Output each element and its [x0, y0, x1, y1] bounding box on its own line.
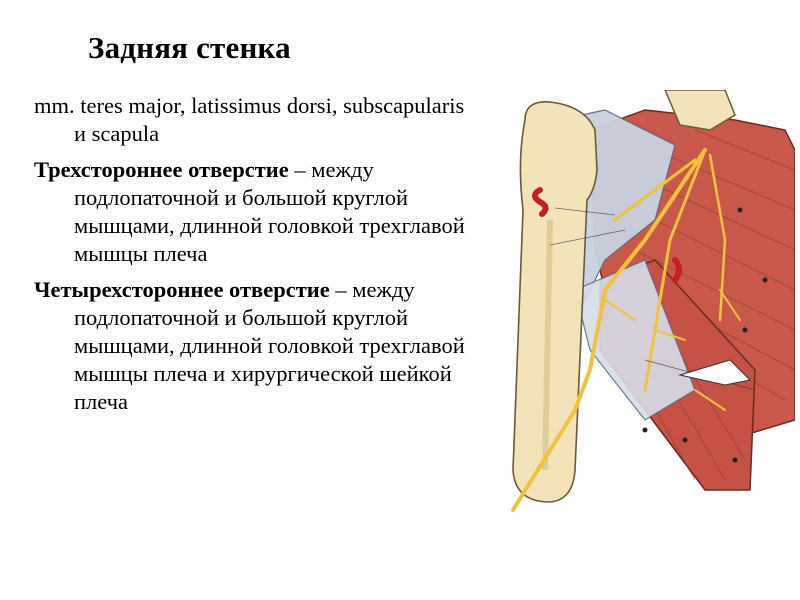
- triangular-space-paragraph: Трехстороннее отверстие – между подлопат…: [34, 156, 474, 268]
- slide-title: Задняя стенка: [88, 30, 291, 65]
- acromion-bone: [664, 90, 736, 131]
- triangular-space-description: – между подлопаточной и большой круглой …: [74, 157, 465, 266]
- vessel-accent: [672, 257, 682, 283]
- anatomy-illustration: [495, 90, 795, 520]
- shoulder-anatomy-icon: [511, 90, 795, 512]
- triangular-space-term: Трехстороннее отверстие: [34, 157, 289, 182]
- circumflex-artery: [532, 187, 549, 217]
- quadrangular-space: [678, 359, 752, 386]
- quadrangular-space-paragraph: Четырехстороннее отверстие – между подло…: [34, 276, 474, 416]
- quadrangular-space-description: – между подлопаточной и большой круглой …: [74, 277, 465, 414]
- slide-text: mm. teres major, latissimus dorsi, subsc…: [34, 92, 474, 424]
- intro-paragraph: mm. teres major, latissimus dorsi, subsc…: [34, 93, 465, 146]
- quadrangular-space-term: Четырехстороннее отверстие: [34, 277, 330, 302]
- nerve-branches: [511, 148, 741, 512]
